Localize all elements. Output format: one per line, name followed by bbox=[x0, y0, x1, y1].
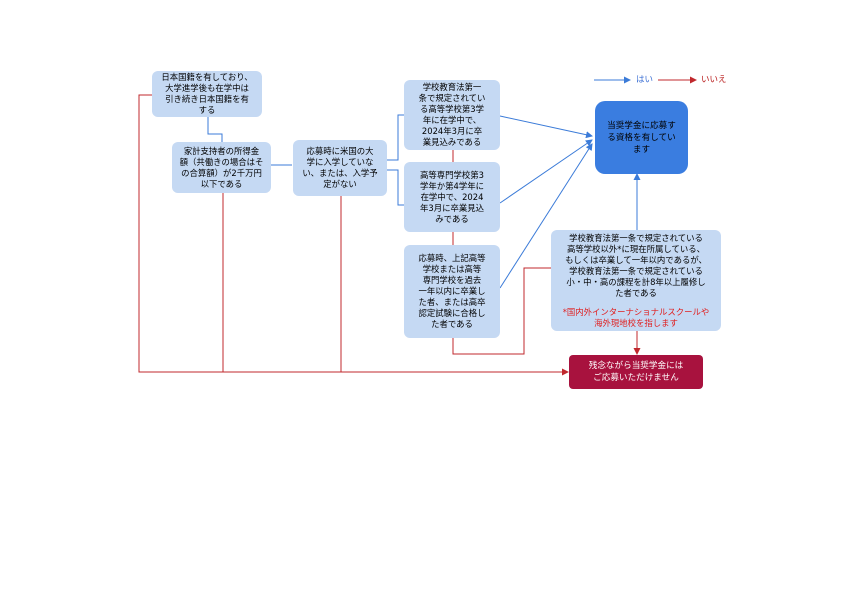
other-school-text: 学校教育法第一条で規定されている 高等学校以外*に現在所属している、 もしくは卒… bbox=[565, 232, 707, 298]
no-connectors bbox=[138, 94, 641, 376]
eligible-box: 当奨学金に応募す る資格を有してい ます bbox=[595, 101, 688, 174]
yes-connectors bbox=[207, 114, 641, 289]
ineligible-box: 残念ながら当奨学金には ご応募いただけません bbox=[569, 355, 703, 389]
nationality-box: 日本国籍を有しており、 大学進学後も在学中は 引き続き日本国籍を有 する bbox=[152, 71, 262, 117]
other-school-box: 学校教育法第一条で規定されている 高等学校以外*に現在所属している、 もしくは卒… bbox=[551, 230, 721, 331]
legend-no-label: いいえ bbox=[701, 75, 727, 85]
kosen-box: 高等専門学校第3 学年か第4学年に 在学中で、2024 年3月に卒業見込 みであ… bbox=[404, 162, 500, 232]
other-school-note: *国内外インターナショナルスクールや 海外現地校を指します bbox=[562, 306, 710, 328]
income-box: 家計支持者の所得金 額（共働きの場合はそ の合算額）が2千万円 以下である bbox=[172, 142, 271, 193]
us-university-box: 応募時に米国の大 学に入学していな い、または、入学予 定がない bbox=[293, 140, 387, 196]
legend-yes-label: はい bbox=[636, 75, 654, 85]
graduated-box: 応募時、上記高等 学校または高等 専門学校を過去 一年以内に卒業し た者、または… bbox=[404, 245, 500, 338]
high-school-box: 学校教育法第一 条で規定されてい る高等学校第3学 年に在学中で、 2024年3… bbox=[404, 80, 500, 150]
